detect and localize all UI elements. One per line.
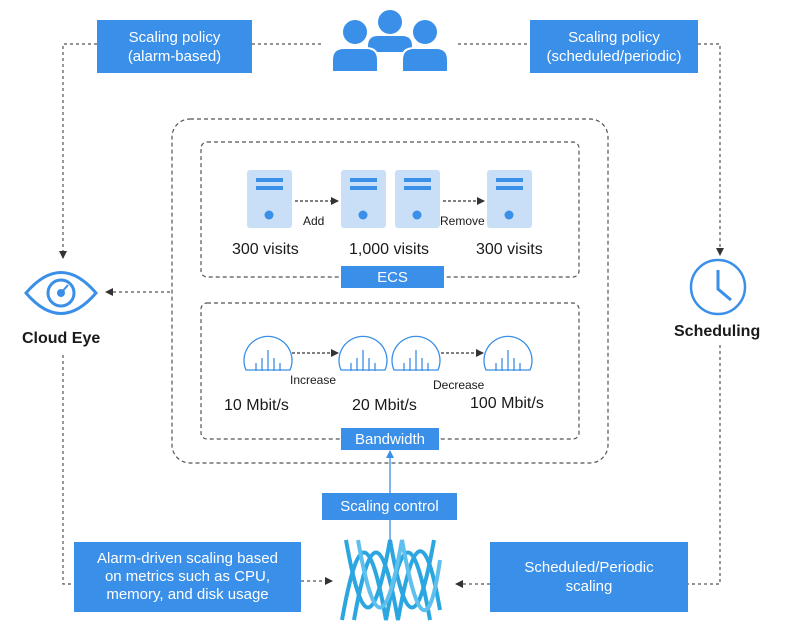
remove-label: Remove [440,214,485,228]
ecs-server-icon-3 [395,170,440,228]
ecs-group-frame [200,141,580,278]
cloud-eye-label: Cloud Eye [22,330,101,347]
bandwidth-gauge-icon-1 [243,335,293,371]
bandwidth-group-frame [200,302,580,440]
bandwidth-gauge-icon-2 [338,335,388,371]
ecs-visits-1: 300 visits [232,241,299,258]
ecs-visits-3: 300 visits [476,241,543,258]
decrease-label: Decrease [433,378,485,392]
users-icon [331,10,449,73]
bandwidth-gauge-icon-3 [391,335,441,371]
scaling-control-box: Scaling control [322,493,457,520]
ecs-title: ECS [341,266,444,288]
ecs-visits-2: 1,000 visits [349,241,430,258]
bandwidth-gauge-icon-4 [483,335,533,371]
increase-label: Increase [290,373,337,387]
auto-scaling-wave-icon [340,539,442,621]
alarm-driven-scaling-box: Alarm-driven scaling based on metrics su… [74,542,301,612]
bandwidth-rate-2: 20 Mbit/s [352,397,417,414]
bandwidth-rate-3: 100 Mbit/s [470,395,544,412]
bandwidth-rate-1: 10 Mbit/s [224,397,289,414]
scheduling-label: Scheduling [674,323,761,340]
ecs-server-icon-2 [341,170,386,228]
bandwidth-title: Bandwidth [341,428,439,450]
scheduling-to-scheduled-scaling-line [688,345,721,585]
add-label: Add [303,214,325,228]
scaling-group-frame [171,118,609,464]
ecs-server-icon-4 [487,170,532,228]
clock-icon [689,258,747,316]
alarm-based-policy-box: Scaling policy (alarm-based) [97,20,252,73]
cloud-eye-icon [24,271,98,315]
cloud-eye-to-alarm-scaling-line [62,355,74,585]
scheduled-periodic-scaling-box: Scheduled/Periodic scaling [490,542,688,612]
alarm-policy-to-cloud-eye-line [59,43,97,259]
ecs-server-icon-1 [247,170,292,228]
scheduled-policy-to-scheduling-line [698,43,724,256]
scheduled-policy-box: Scaling policy (scheduled/periodic) [530,20,698,73]
